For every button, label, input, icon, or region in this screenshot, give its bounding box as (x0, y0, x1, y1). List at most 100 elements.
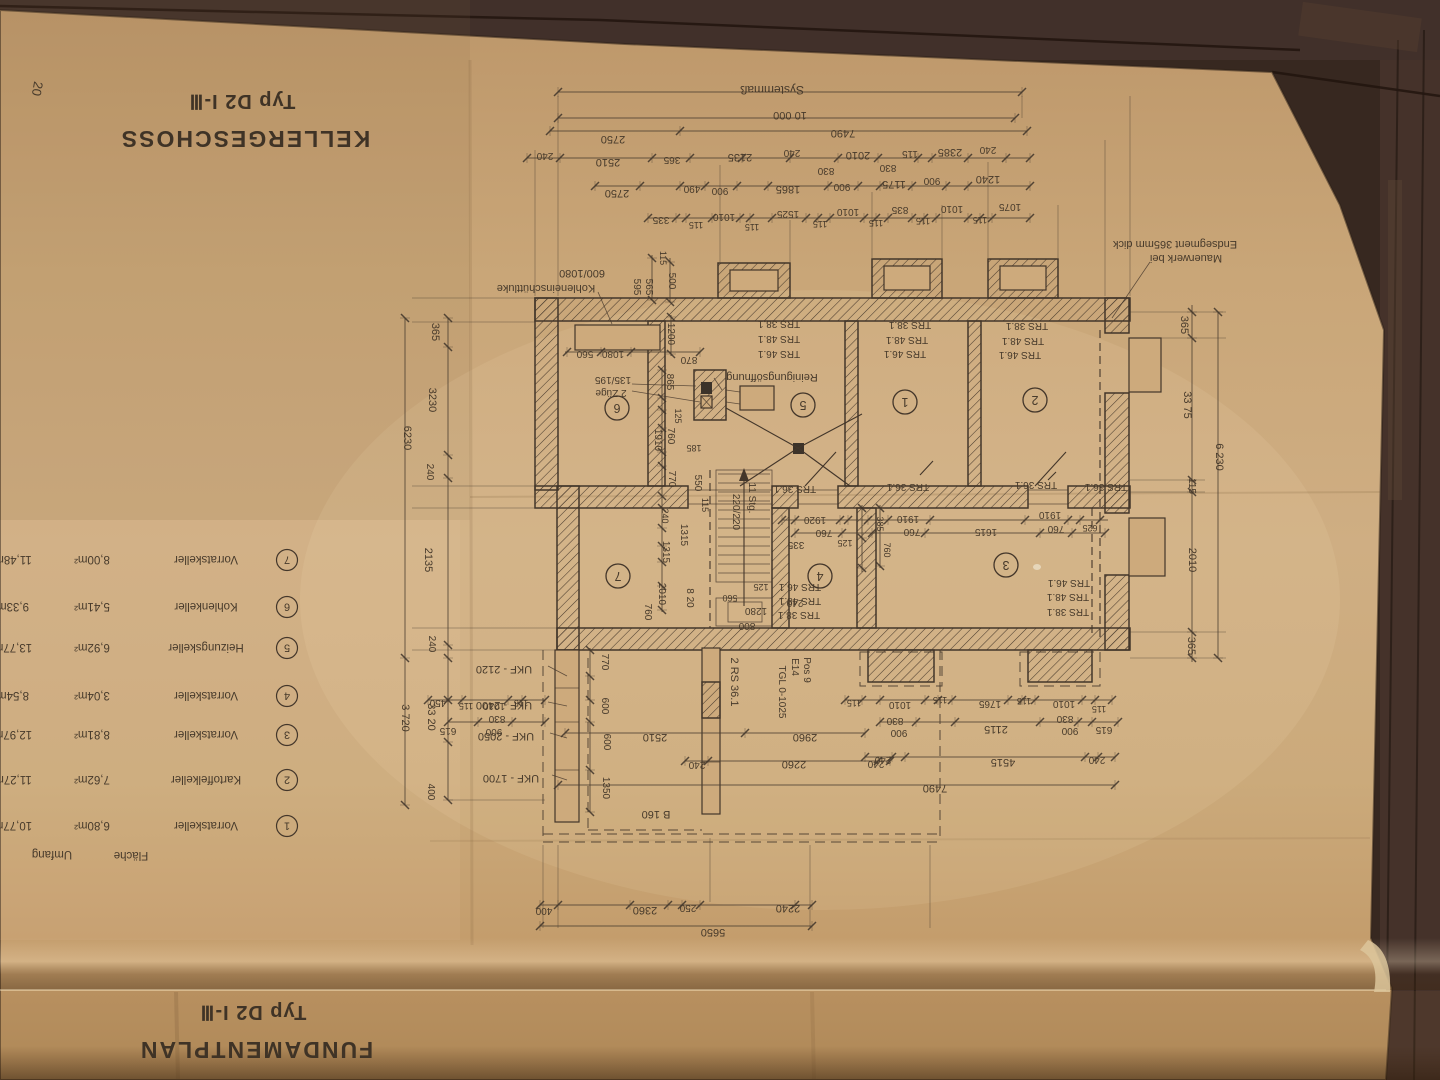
dimension-lines (400, 87, 1223, 931)
dimension-line (553, 87, 1027, 97)
dim-label: TRS 38.1 (757, 318, 800, 329)
dim-label: 1010 (836, 206, 859, 217)
dim-label: 1240 (976, 173, 1000, 185)
dim-label: 760 (903, 526, 920, 537)
dim-label: 115 (1186, 478, 1197, 494)
dim-label: 2 Züge (595, 387, 627, 398)
dim-label: TRS 46.1 (883, 348, 926, 359)
room-legend: Fläche Umfang 1Vorratskeller6,80m²10,77m… (0, 548, 299, 861)
dim-label: 365 (663, 154, 680, 165)
dimension-line (1187, 305, 1197, 663)
stair-arrowhead (739, 468, 749, 481)
dim-label: 115 (514, 698, 528, 708)
room-number: 1 (901, 395, 908, 409)
legend-number-circle (275, 814, 299, 838)
dim-label: 1175 (882, 178, 906, 190)
dim-label: 760 (882, 542, 892, 557)
dim-label: 240 (660, 508, 670, 523)
dim-label: 115 (916, 216, 930, 226)
dimension-line (875, 717, 1123, 727)
room-number: 5 (799, 398, 806, 412)
foundation-column (701, 647, 721, 815)
dim-label: 900 (890, 727, 907, 738)
dim-label: 115 (869, 218, 883, 228)
dim-label: 125 (837, 538, 852, 548)
legend-room-name: Kartoffelkeller (171, 773, 241, 785)
dim-label: 600 (599, 698, 610, 715)
dim-label: 240 (424, 464, 435, 481)
foundation-title-type: Typ D2 I-Ⅲ (200, 1001, 307, 1023)
dimension-line (840, 695, 1117, 705)
legend-number-circle (275, 684, 299, 708)
dim-label: 6 230 (1213, 443, 1225, 471)
dim-label: 240 (979, 144, 996, 155)
dim-label: 2010 (656, 583, 667, 606)
dim-label: 7490 (923, 782, 947, 794)
dim-label: 2135 (728, 151, 752, 163)
dim-label: 1010 (712, 211, 735, 222)
dim-label: TRS 48.1 (1001, 335, 1044, 346)
dim-label: 800 (738, 620, 755, 631)
legend-number: 5 (284, 642, 290, 654)
dim-label: Endsegment 365mm dick (1112, 238, 1237, 250)
mid-wall (534, 485, 689, 509)
outer-wall-left (534, 297, 559, 491)
dimension-line (553, 780, 1120, 790)
dim-label: 115 (459, 701, 473, 711)
dim-label: 6230 (401, 426, 413, 450)
curled-paper-corner (1360, 940, 1391, 992)
legend-room-name: Vorratskeller (174, 689, 238, 701)
dim-label: 830 (817, 165, 834, 176)
dimension-line (535, 900, 817, 910)
dim-label: 2750 (605, 187, 629, 199)
door-swing (804, 451, 1067, 487)
dim-label: 125 (673, 408, 683, 423)
dimension-line (665, 257, 675, 307)
dim-label: 450 (429, 697, 446, 708)
dimension-line (545, 126, 1032, 136)
room-number-circle (1022, 387, 1048, 413)
dim-label: 4515 (991, 756, 1015, 768)
dim-label: 1765 (978, 698, 1001, 709)
dim-label: 240 (536, 150, 553, 161)
room-number-circle (993, 552, 1019, 578)
dim-label: 2115 (984, 723, 1008, 735)
fold-crease (0, 938, 1440, 990)
legend-number: 2 (284, 774, 290, 786)
dim-label: Systemmaß (740, 83, 804, 97)
witness-lines (412, 96, 1226, 928)
dim-label: 835 (891, 204, 908, 215)
dim-label: 385 (875, 516, 885, 531)
vertical-crease (468, 59, 474, 946)
dim-label: 10 000 (773, 109, 807, 121)
wood-plank-seam (0, 4, 1440, 98)
mid-wall (1067, 485, 1131, 509)
dim-label: 900 (485, 726, 502, 737)
dim-label: 770 (599, 654, 610, 671)
dim-label: 615 (1095, 724, 1112, 735)
dim-label: 115 (847, 698, 861, 708)
legend-area-header: Fläche (114, 849, 149, 861)
dim-label: 1910 (896, 513, 919, 524)
dim-label: TRS 38.1 (1046, 606, 1089, 617)
legend-number-circle (275, 768, 299, 792)
dim-label: 115 (813, 219, 827, 229)
outer-wall-bottom (556, 627, 1131, 651)
foundation-title-block: FUNDAMENTPLAN Typ D2 I-Ⅲ (139, 1001, 373, 1063)
dim-label: 365 (1185, 637, 1197, 655)
room-number: 4 (816, 569, 823, 583)
legend-number-circle (275, 595, 299, 619)
legend-room-perimeter: 12,97m (0, 728, 32, 740)
dimension-line (1213, 307, 1223, 663)
partition (844, 320, 859, 487)
dim-label: 830 (1056, 713, 1073, 724)
dim-label: 1910 (1038, 509, 1061, 520)
dim-label: 900 (833, 181, 850, 192)
legend-room-name: Vorratskeller (174, 728, 238, 740)
dim-label: 3 720 (399, 704, 411, 732)
dim-label: 240 (426, 636, 437, 653)
dimension-line (553, 113, 1020, 123)
dim-label: 365 (1178, 316, 1190, 334)
dim-label: 11 Stg. (746, 483, 757, 514)
